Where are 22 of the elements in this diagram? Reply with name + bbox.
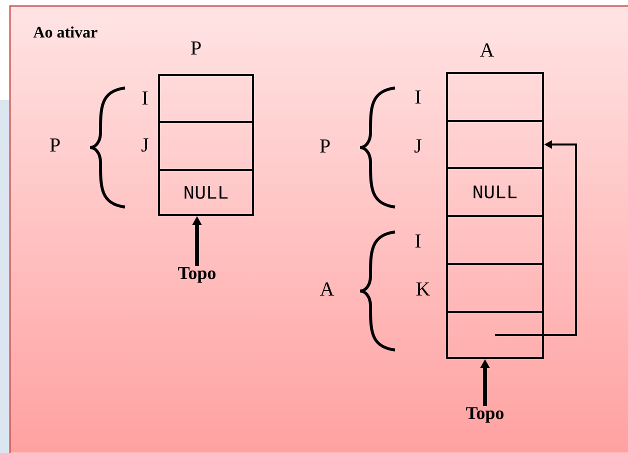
stack-cell	[446, 263, 544, 313]
stack-cell	[446, 311, 544, 359]
letter-label: P	[320, 139, 330, 153]
letter-label: J	[142, 138, 148, 152]
heading: Ao ativar	[33, 26, 98, 38]
letter-label: I	[142, 91, 148, 105]
letter-label: P	[191, 41, 201, 55]
letter-label: A	[320, 282, 334, 296]
stack-cell	[446, 215, 544, 265]
letter-label: I	[415, 90, 421, 104]
stack-cell	[446, 72, 544, 122]
stack-cell: NULL	[158, 169, 254, 216]
letter-label: J	[414, 139, 422, 153]
stack-cell	[158, 74, 254, 123]
letter-label: K	[416, 282, 430, 296]
letter-label: I	[415, 234, 421, 248]
stack-cell: NULL	[446, 167, 544, 217]
pointer-label: Topo	[178, 267, 216, 283]
letter-label: P	[50, 138, 60, 152]
stack-cell	[446, 120, 544, 169]
pointer-label: Topo	[466, 407, 504, 423]
stack-cell	[158, 121, 254, 171]
